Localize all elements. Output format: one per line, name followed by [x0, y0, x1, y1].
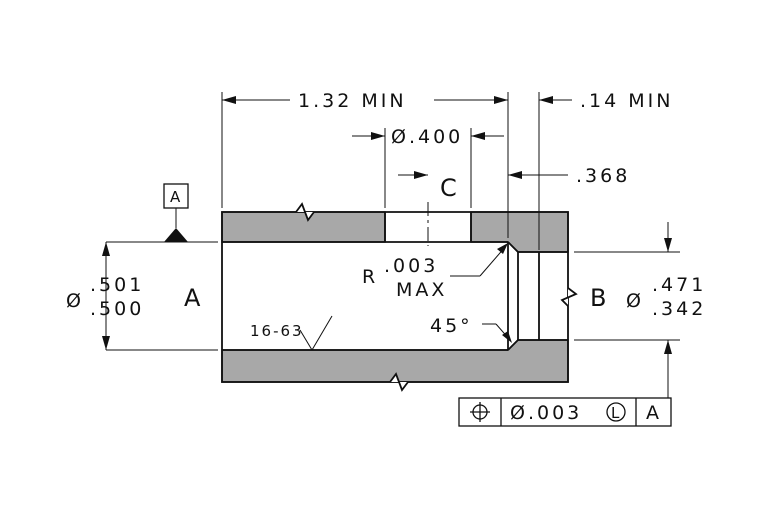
arrow	[494, 96, 508, 104]
break-mark-top	[295, 202, 315, 222]
radius-r-label: R	[362, 266, 378, 288]
arrow	[664, 340, 672, 354]
fcf-modifier: L	[611, 404, 620, 422]
upper-wall-section	[221, 211, 386, 243]
arrow	[102, 242, 110, 256]
arrow	[102, 336, 110, 350]
feature-control-frame: Ø.003 L A	[458, 397, 672, 427]
finish-tick-right	[311, 315, 333, 351]
fcf-datum: A	[646, 402, 662, 424]
bore-a-lower-label: .500	[90, 298, 144, 320]
finish-tick-left	[299, 329, 313, 351]
arrow	[508, 171, 522, 179]
bore-b-label: B	[590, 284, 606, 312]
chamfer-top	[507, 241, 519, 253]
arrow	[222, 96, 236, 104]
dia-symbol-b: Ø	[626, 290, 644, 312]
bore-a-upper-label: .501	[90, 274, 144, 296]
arrow	[371, 132, 385, 140]
length-min-label: 1.32 MIN	[298, 90, 407, 112]
upper-wall-section-right	[470, 211, 569, 253]
bore-b-lower-label: .342	[652, 298, 706, 320]
radius-value-label: .003	[384, 255, 438, 277]
hole-c-label: C	[440, 174, 457, 202]
cross-hole-pos-label: .368	[576, 165, 630, 187]
dia-symbol-a: Ø	[66, 290, 84, 312]
chamfer-label: 45°	[430, 315, 473, 337]
datum-triangle	[164, 228, 188, 242]
datum-a-label: A	[170, 188, 181, 206]
cross-hole-dia-label: Ø.400	[391, 126, 463, 148]
arrow	[471, 132, 485, 140]
bore-b-upper-label: .471	[652, 274, 706, 296]
arrow	[414, 171, 428, 179]
position-icon	[470, 402, 490, 422]
counterbore-depth-label: .14 MIN	[580, 90, 673, 112]
break-mark-bottom	[389, 372, 409, 392]
arrow	[664, 238, 672, 252]
arrow	[497, 243, 508, 254]
arrow	[539, 96, 553, 104]
lmc-modifier-icon	[606, 402, 626, 422]
radius-max-label: MAX	[396, 279, 447, 301]
chamfer-bottom	[507, 339, 519, 351]
arrow	[502, 331, 512, 343]
bore-a-label: A	[184, 284, 201, 312]
break-mark-right	[560, 287, 578, 307]
fcf-tolerance: Ø.003	[510, 402, 582, 424]
surface-finish-label: 16-63	[250, 322, 304, 340]
part-outline	[221, 211, 569, 383]
